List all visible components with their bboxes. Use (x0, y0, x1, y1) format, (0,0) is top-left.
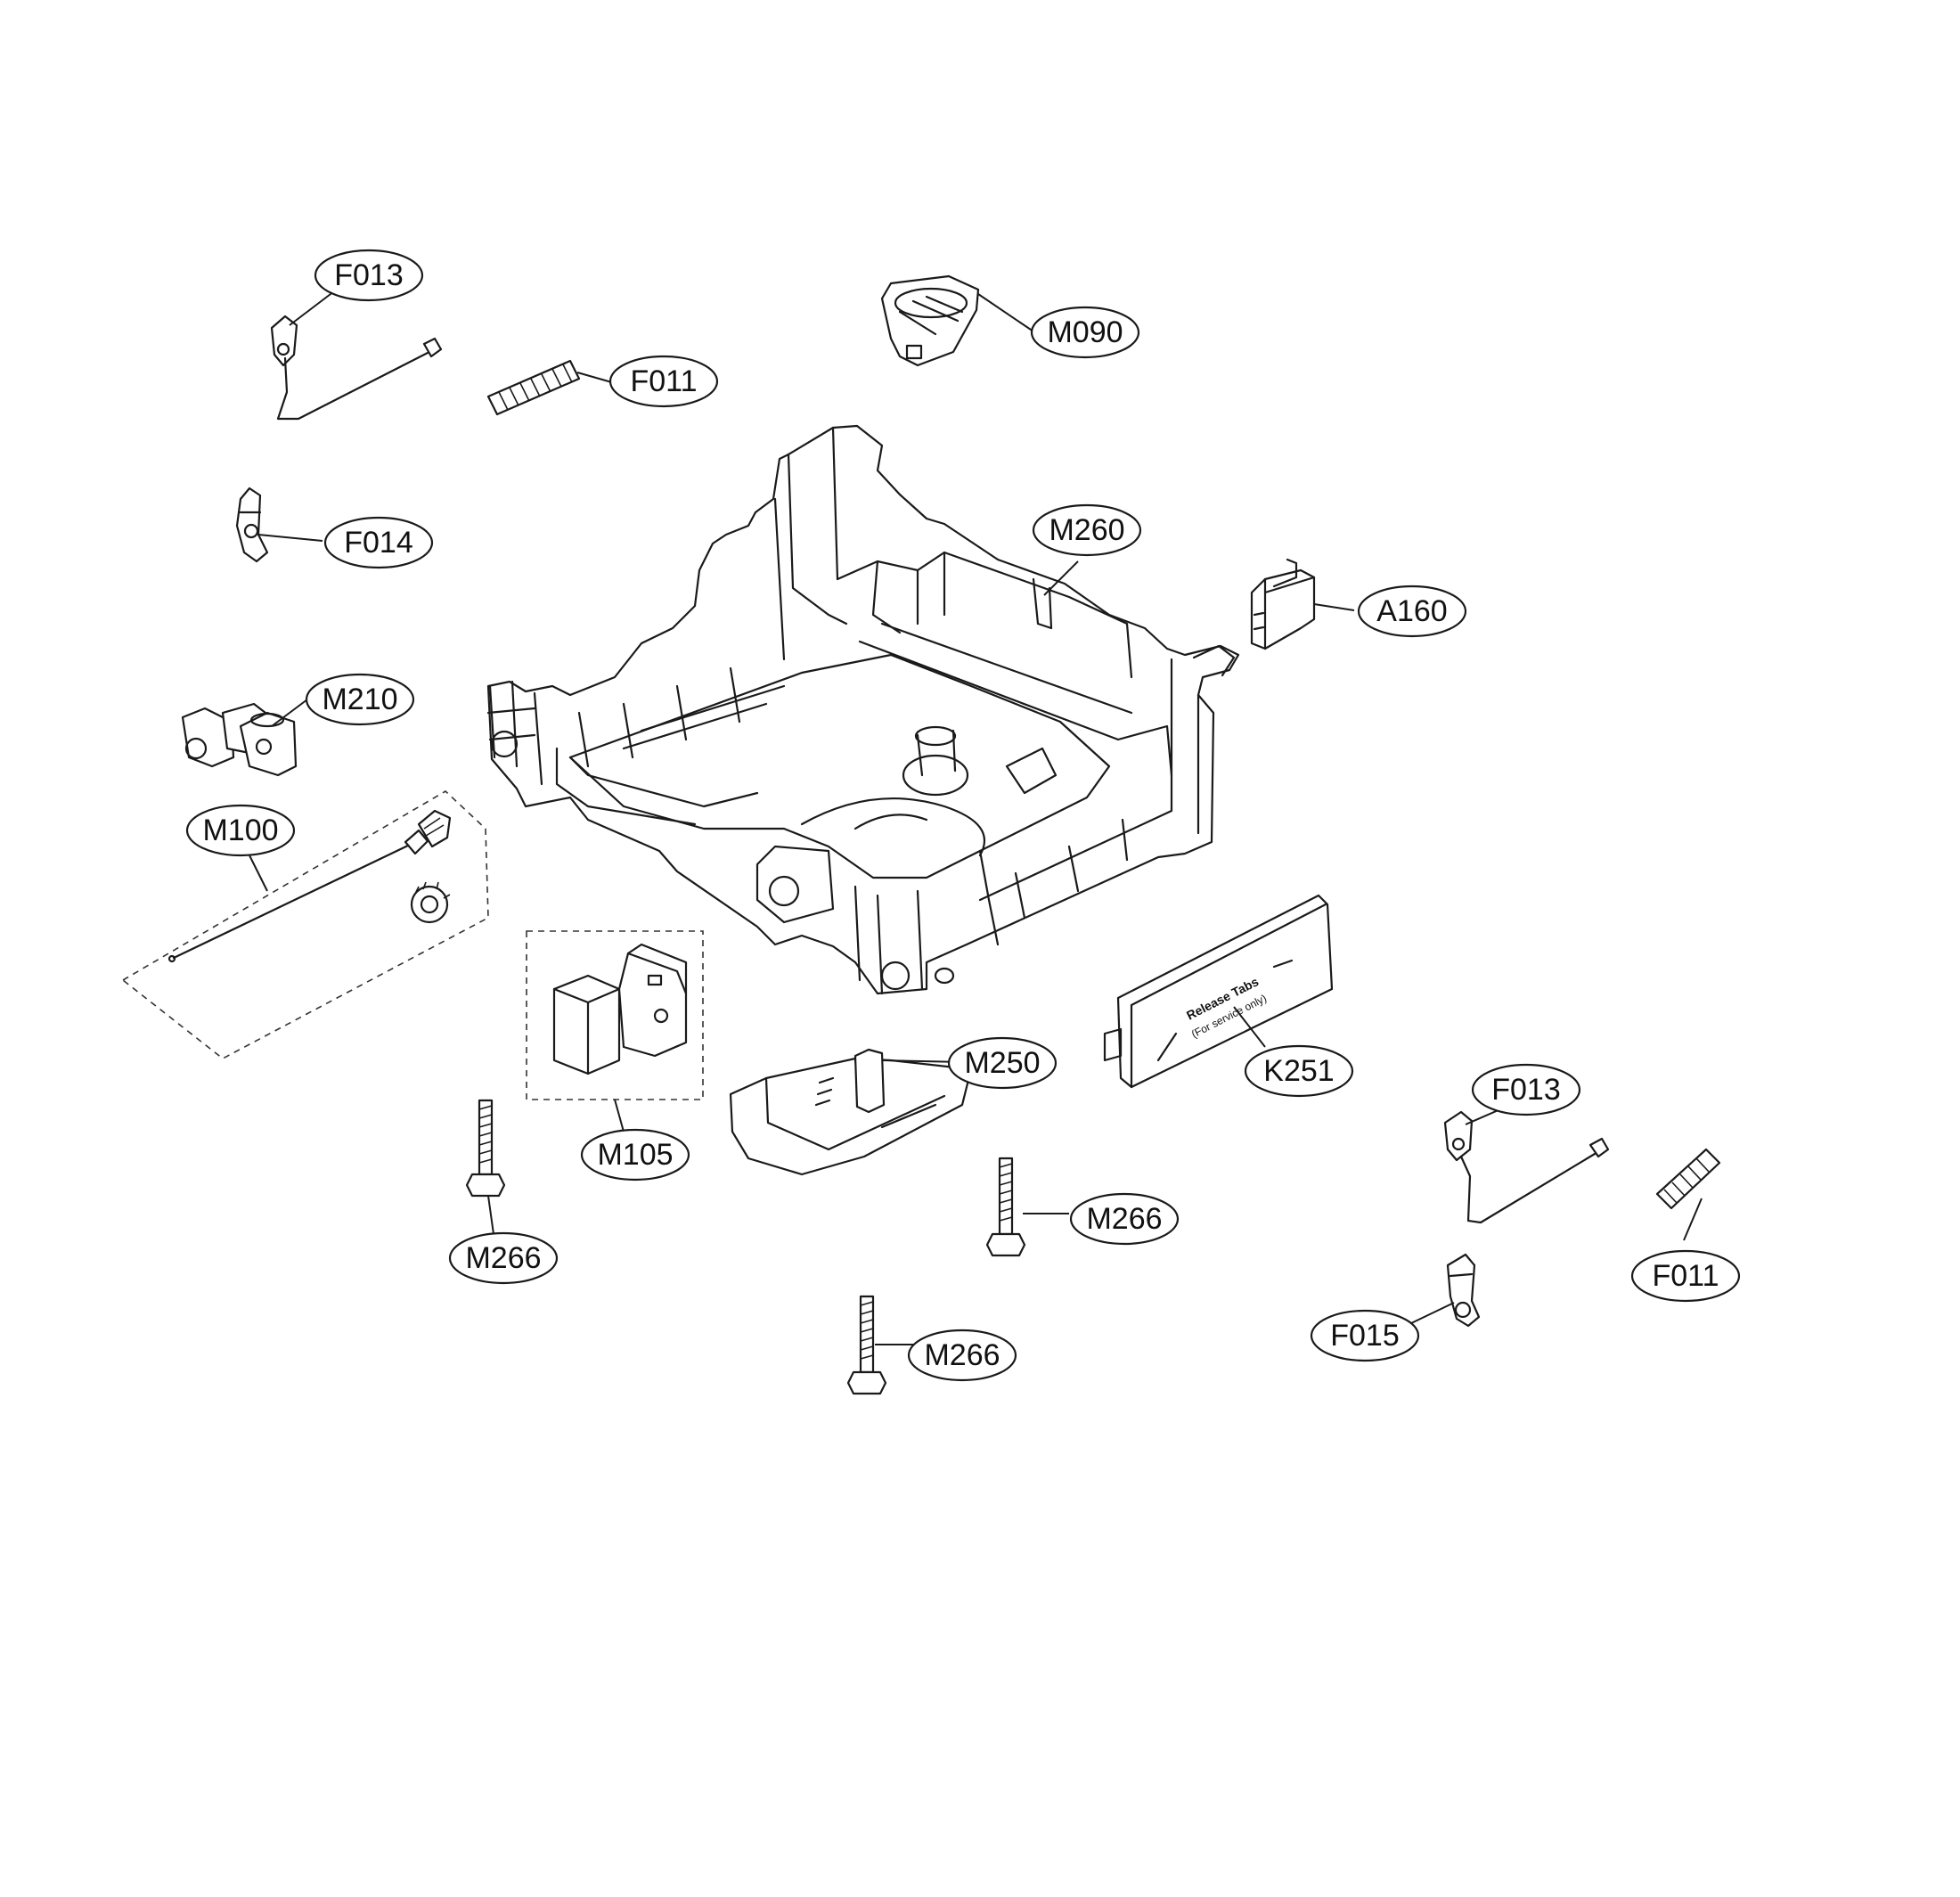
svg-text:M260: M260 (1049, 513, 1124, 547)
callout-m105: M105 (580, 1128, 690, 1182)
svg-text:F014: F014 (344, 526, 413, 560)
leveling-screw-part-mid (985, 1157, 1026, 1257)
callout-m250: M250 (947, 1036, 1058, 1090)
callout-f011-bottom: F011 (1630, 1249, 1741, 1303)
release-panel-part: Release Tabs (For service only) (1103, 894, 1334, 1089)
callout-k251: K251 (1244, 1044, 1354, 1098)
svg-text:M250: M250 (964, 1046, 1040, 1080)
connector-module-part (1250, 558, 1316, 650)
callout-m266-bottom: M266 (907, 1329, 1017, 1382)
svg-text:M266: M266 (1086, 1202, 1162, 1236)
inlet-valve-part (181, 702, 298, 777)
svg-text:M100: M100 (202, 814, 278, 847)
leveling-screw-part-left (465, 1099, 506, 1198)
svg-text:F013: F013 (1491, 1073, 1561, 1107)
float-switch-part-top (270, 315, 443, 421)
callout-m100: M100 (185, 804, 296, 857)
svg-text:M090: M090 (1047, 315, 1123, 349)
svg-text:M266: M266 (924, 1338, 1000, 1372)
impeller-housing-part (880, 274, 980, 367)
callout-f011-top: F011 (608, 355, 719, 408)
callout-f013-top: F013 (314, 249, 424, 302)
svg-text:F015: F015 (1330, 1319, 1400, 1353)
float-switch-part-bottom (1443, 1110, 1610, 1224)
callout-m090: M090 (1030, 306, 1140, 359)
svg-text:K251: K251 (1263, 1054, 1334, 1088)
callout-m210: M210 (305, 673, 415, 726)
drive-shaft-kit-part (121, 790, 489, 1059)
leader-lines (249, 290, 1703, 1345)
svg-text:M210: M210 (322, 683, 397, 716)
callout-m266-left: M266 (448, 1231, 559, 1285)
callout-f015: F015 (1310, 1309, 1420, 1362)
base-frame-part (486, 424, 1240, 995)
cover-kit-part (526, 930, 704, 1100)
svg-text:F011: F011 (631, 364, 698, 398)
callout-a160: A160 (1357, 585, 1467, 638)
svg-text:M266: M266 (465, 1241, 541, 1275)
svg-text:F011: F011 (1653, 1259, 1719, 1293)
spring-part-bottom (1655, 1148, 1721, 1210)
callout-f013-bottom: F013 (1471, 1063, 1581, 1116)
base-tray-part (729, 1048, 973, 1176)
leveling-screw-part-bottom (846, 1295, 887, 1395)
svg-text:M105: M105 (597, 1138, 673, 1172)
spring-part-top (486, 359, 581, 416)
callout-m266-mid: M266 (1069, 1192, 1180, 1246)
svg-text:A160: A160 (1376, 594, 1447, 628)
svg-text:F013: F013 (334, 258, 404, 292)
lever-switch-part (235, 487, 269, 563)
callout-m260: M260 (1032, 503, 1142, 557)
callout-f014: F014 (323, 516, 434, 569)
lever-part-f015 (1446, 1253, 1481, 1328)
